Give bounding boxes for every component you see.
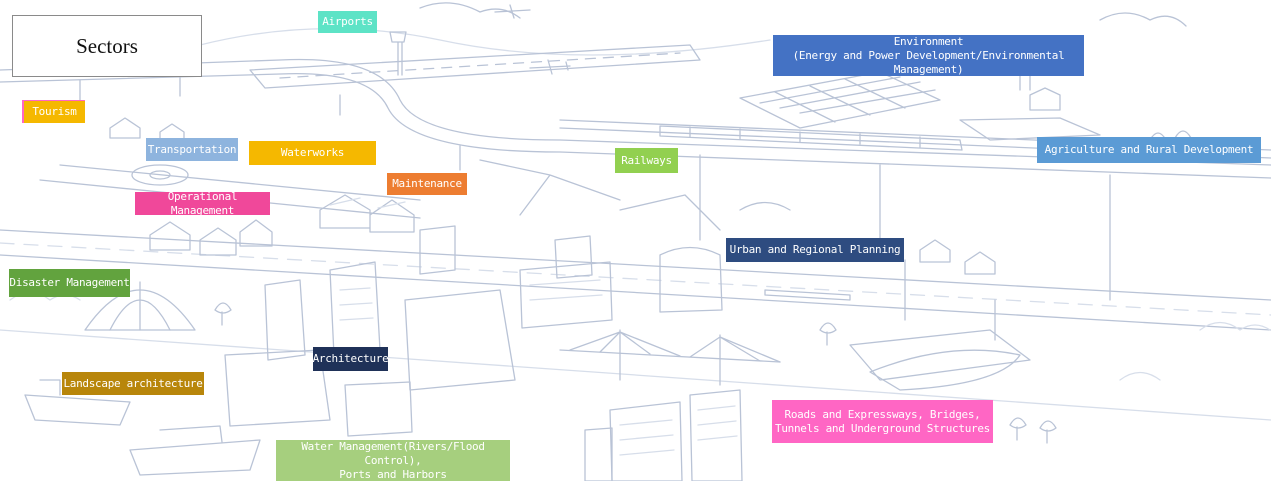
building <box>224 349 331 427</box>
building <box>419 225 456 275</box>
bridge-tower <box>619 329 721 386</box>
building <box>344 381 413 437</box>
bridge-deck <box>559 349 781 363</box>
main-road <box>0 254 1271 331</box>
bridge-cables <box>569 331 781 363</box>
footbridge <box>739 201 851 301</box>
trees <box>819 322 837 346</box>
sector-label-airports[interactable]: Airports <box>318 11 377 33</box>
running-track <box>869 349 1021 391</box>
control-tower <box>389 31 407 76</box>
expressway-upper <box>0 58 1271 166</box>
houses <box>319 194 415 233</box>
sector-label-waterworks[interactable]: Waterworks <box>249 141 376 165</box>
trees <box>214 302 232 326</box>
lower-road <box>0 329 1271 421</box>
runway <box>249 44 701 89</box>
runway-centerline <box>279 52 681 79</box>
building <box>659 246 723 313</box>
trees <box>1009 417 1057 444</box>
bridge-cables <box>479 159 721 231</box>
sector-label-tourism[interactable]: Tourism <box>22 100 85 123</box>
airplane-icon <box>494 4 531 19</box>
roundabout <box>131 164 189 186</box>
dome-shelter <box>84 289 196 331</box>
hill-outline <box>199 28 771 56</box>
sector-label-landscape-architecture[interactable]: Landscape architecture <box>62 372 204 395</box>
floodlights <box>904 259 996 341</box>
cargo-ship <box>24 379 131 426</box>
sector-label-urban-planning[interactable]: Urban and Regional Planning <box>726 238 904 262</box>
roundabout-center <box>149 170 171 180</box>
sector-label-water-management[interactable]: Water Management(Rivers/Flood Control), … <box>276 440 510 481</box>
building-windows <box>339 279 603 321</box>
sector-label-agriculture[interactable]: Agriculture and Rural Development <box>1037 137 1261 163</box>
sector-label-maintenance[interactable]: Maintenance <box>387 173 467 195</box>
building <box>404 289 516 391</box>
building <box>584 427 613 481</box>
airplane-icon <box>529 59 571 75</box>
sector-label-roads[interactable]: Roads and Expressways, Bridges, Tunnels … <box>772 400 993 443</box>
building <box>264 279 306 361</box>
cloud-outline <box>1099 12 1187 27</box>
sector-label-railways[interactable]: Railways <box>615 148 678 173</box>
solar-roof <box>329 197 406 209</box>
solar-grid <box>759 76 936 123</box>
farm-field <box>959 117 1101 141</box>
road-dashes <box>0 242 1271 316</box>
sector-label-environment[interactable]: Environment (Energy and Power Developmen… <box>773 35 1084 76</box>
building <box>519 261 613 329</box>
bushes <box>9 291 1271 381</box>
sector-label-disaster-management[interactable]: Disaster Management <box>9 269 130 297</box>
building-windows <box>619 405 738 456</box>
sector-label-architecture[interactable]: Architecture <box>313 347 389 371</box>
sector-label-transportation[interactable]: Transportation <box>146 138 238 161</box>
ferry <box>129 425 261 476</box>
building <box>609 401 683 481</box>
building <box>689 389 743 481</box>
building <box>554 235 593 279</box>
expressway-pillars <box>79 75 1111 301</box>
houses <box>149 219 273 256</box>
cloud-outline <box>419 2 521 19</box>
stadium <box>849 329 1031 381</box>
sector-label-operational-management[interactable]: Operational Management <box>135 190 270 217</box>
main-road <box>0 229 1271 301</box>
houses <box>919 239 996 275</box>
dome-ribs <box>109 281 171 331</box>
train-outline <box>659 125 963 151</box>
expressway-upper-edge <box>0 72 1271 179</box>
houses <box>109 117 185 141</box>
solar-field <box>739 71 941 129</box>
sectors-title: Sectors <box>12 15 202 77</box>
